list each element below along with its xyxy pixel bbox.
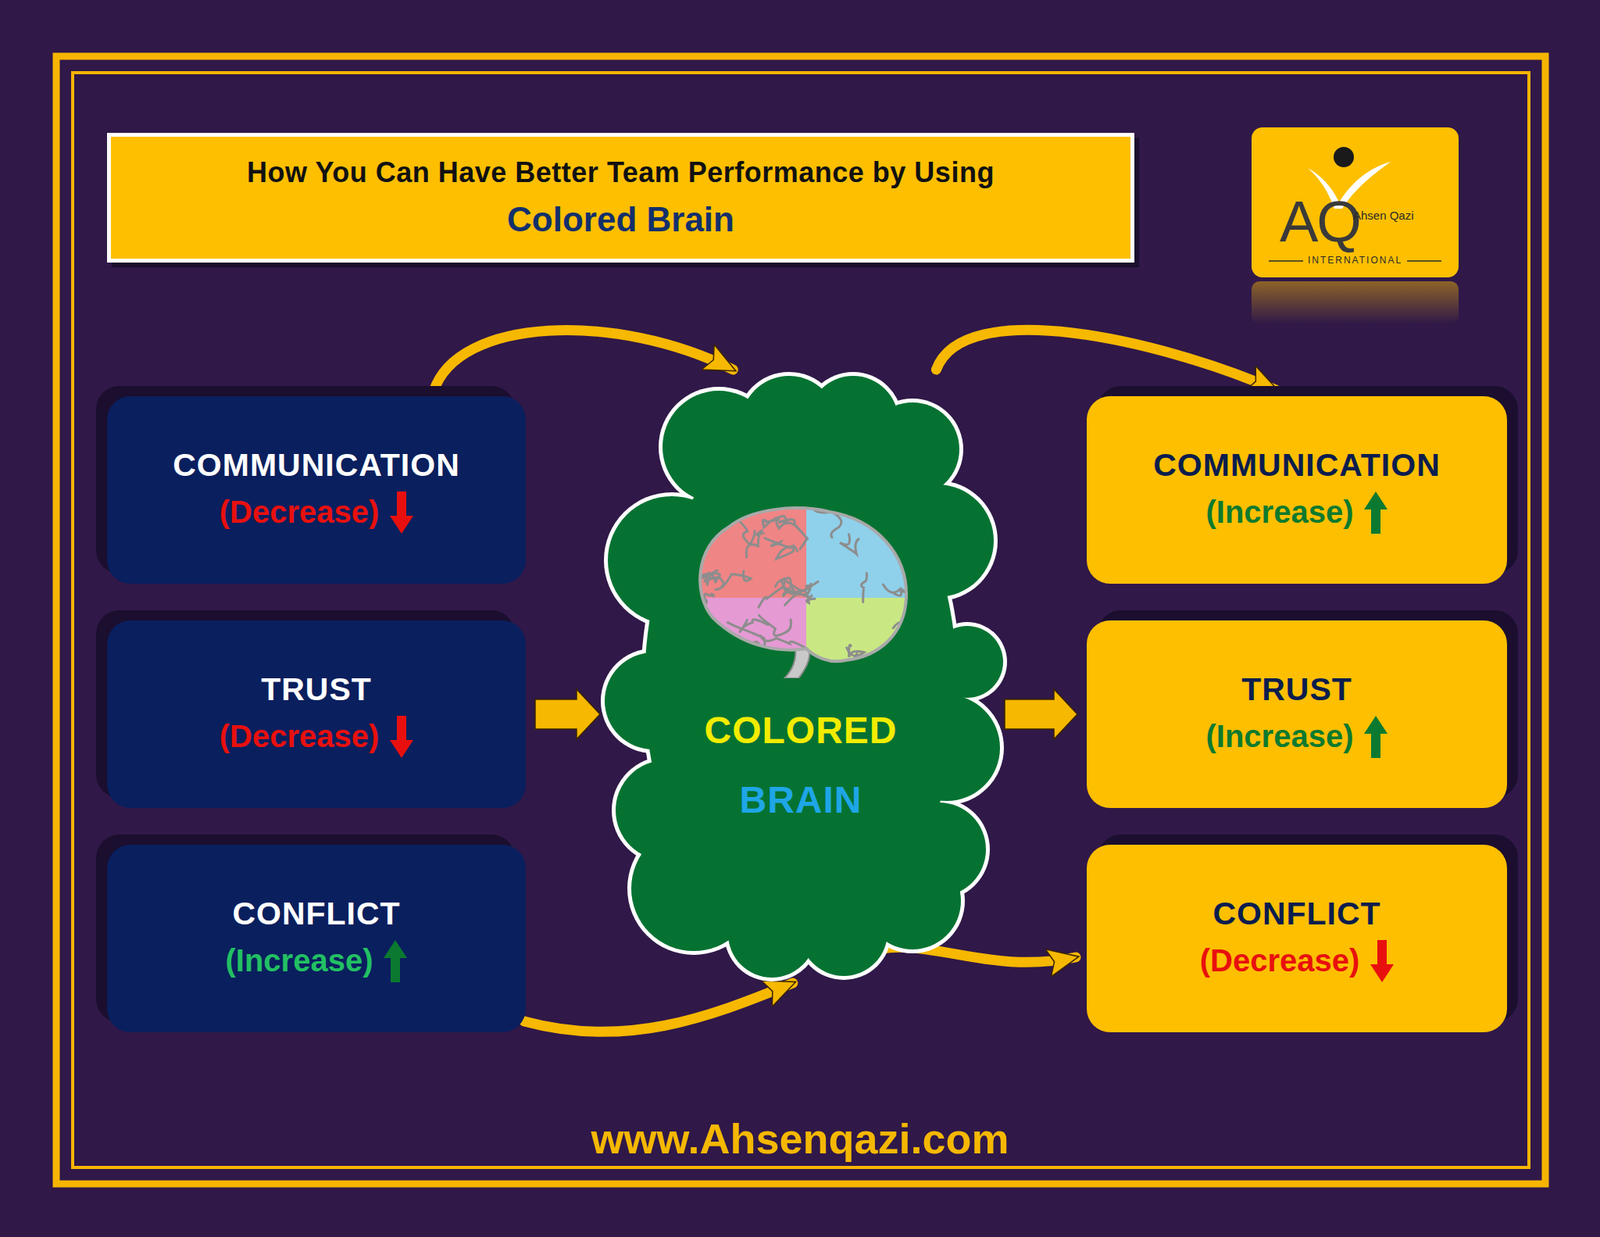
status-box: CONFLICT (Decrease) bbox=[1086, 844, 1508, 1033]
arrow-shape bbox=[1370, 939, 1394, 983]
brain-fold bbox=[792, 583, 811, 595]
arrow-shape bbox=[1364, 715, 1388, 758]
arrow-shape bbox=[389, 715, 414, 758]
brain-fold bbox=[689, 540, 705, 559]
trend-arrow-symbol bbox=[389, 491, 414, 534]
node-heading: COMMUNICATION bbox=[172, 446, 461, 484]
outer-frame bbox=[56, 56, 1546, 1184]
value-row: (Decrease) bbox=[219, 491, 415, 534]
website-footer: www.Ahsenqazi.com bbox=[0, 1114, 1600, 1163]
cloud-body bbox=[644, 427, 958, 943]
node-value: Colored Brain bbox=[507, 200, 735, 240]
node-heading: TRUST bbox=[260, 671, 372, 708]
arrow-shape bbox=[1364, 491, 1388, 534]
node-heading: How You Can Have Better Team Performance… bbox=[246, 156, 995, 190]
trend-arrow-symbol bbox=[389, 715, 414, 758]
website-label: www.Ahsenqazi.com bbox=[590, 1114, 1009, 1163]
trend-arrow-symbol bbox=[1364, 491, 1388, 534]
node-value: Ahsen Qazi bbox=[1353, 208, 1415, 222]
brain-illustration bbox=[689, 500, 914, 679]
curved-arrow bbox=[935, 329, 1276, 390]
trend-arrow-symbol bbox=[1364, 715, 1388, 758]
status-box: COMMUNICATION (Increase) bbox=[1086, 396, 1508, 584]
brain-fold bbox=[696, 644, 717, 659]
inner-frame bbox=[72, 72, 1529, 1168]
node-heading: CONFLICT bbox=[1212, 895, 1381, 933]
node-heading: COMMUNICATION bbox=[1153, 446, 1441, 484]
value-row: (Decrease) bbox=[1200, 939, 1395, 983]
logo-rule bbox=[1407, 260, 1442, 262]
brain-outline bbox=[700, 507, 907, 661]
block-arrow bbox=[535, 689, 600, 740]
brain-fold bbox=[785, 589, 816, 605]
block-arrow bbox=[1004, 689, 1078, 740]
brain-fold bbox=[764, 538, 791, 549]
cloud-node: COLORED BRAIN bbox=[601, 372, 1000, 980]
logo-rule bbox=[1268, 260, 1304, 262]
logo-reflection bbox=[1251, 281, 1459, 325]
value-row: (Increase) bbox=[1206, 715, 1389, 758]
node-value: BRAIN bbox=[739, 778, 863, 822]
logo-head bbox=[1333, 146, 1354, 168]
node-value: (Increase) bbox=[225, 942, 374, 979]
status-box: TRUST (Decrease) bbox=[107, 620, 526, 808]
brain-fold bbox=[792, 649, 824, 673]
node-heading: TRUST bbox=[1241, 671, 1353, 708]
value-row: (Decrease) bbox=[219, 715, 415, 758]
curved-arrow bbox=[433, 330, 733, 392]
node-value: INTERNATIONAL bbox=[1251, 254, 1459, 266]
brain-fold bbox=[759, 614, 792, 636]
value-row: (Increase) bbox=[225, 939, 408, 983]
trend-arrow-symbol bbox=[1370, 939, 1394, 983]
node-heading: CONFLICT bbox=[232, 895, 400, 933]
arrow-shape bbox=[389, 491, 414, 534]
brain-fold bbox=[839, 534, 859, 554]
cloud-text-group: COLORED BRAIN bbox=[601, 708, 1000, 822]
curved-arrow bbox=[860, 946, 1077, 962]
status-box: CONFLICT (Increase) bbox=[107, 844, 526, 1033]
node-heading: COLORED bbox=[704, 708, 898, 752]
curved-arrow bbox=[524, 982, 793, 1033]
value-row: (Increase) bbox=[1206, 491, 1389, 534]
status-box: COMMUNICATION (Decrease) bbox=[107, 396, 526, 584]
brain-fold bbox=[860, 573, 867, 603]
node-value: (Increase) bbox=[1206, 718, 1354, 754]
node-value: (Increase) bbox=[1206, 494, 1354, 530]
node-heading: AQ bbox=[1279, 188, 1361, 255]
arrow-shape bbox=[383, 939, 408, 983]
logo-badge: AQAhsen QaziINTERNATIONAL bbox=[1251, 127, 1459, 278]
brain-fold bbox=[776, 515, 800, 529]
brain-fold bbox=[882, 584, 905, 596]
node-value: (Decrease) bbox=[1200, 942, 1361, 979]
brain-fold bbox=[717, 500, 735, 522]
node-value: (Decrease) bbox=[219, 494, 380, 530]
node-value: (Decrease) bbox=[219, 718, 380, 754]
status-box: TRUST (Increase) bbox=[1086, 620, 1508, 808]
brain-lobes bbox=[689, 500, 914, 679]
title-box: How You Can Have Better Team Performance… bbox=[107, 132, 1135, 263]
trend-arrow-symbol bbox=[383, 939, 408, 983]
